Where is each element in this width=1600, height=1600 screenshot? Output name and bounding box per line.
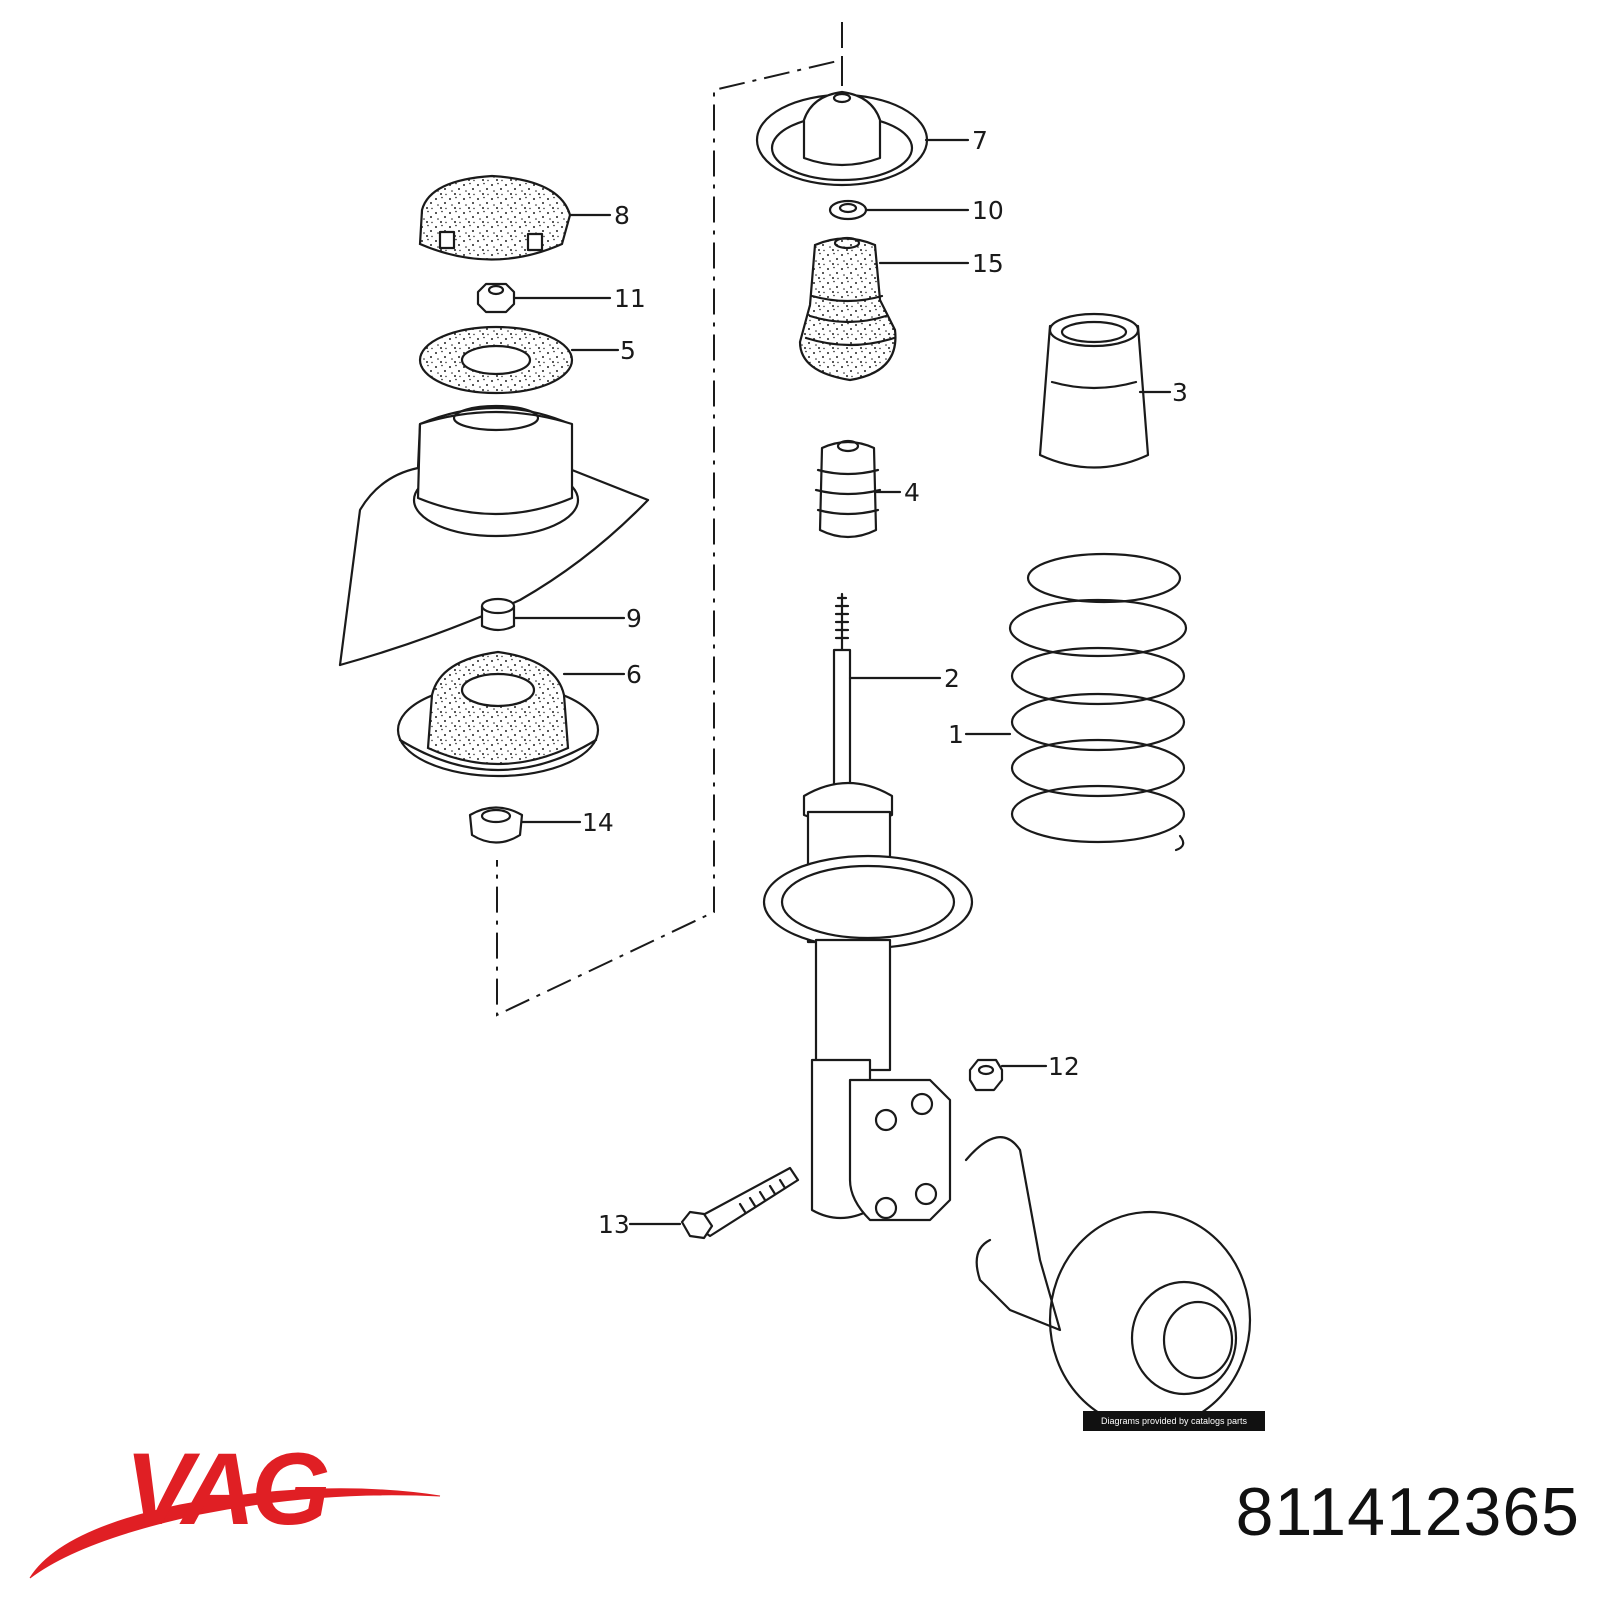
part-number: 811412365 [1235,1474,1580,1550]
callout-15: 15 [972,249,1004,278]
callout-14: 14 [582,808,614,837]
assembly-axis-lines [496,22,843,1017]
part-4-bump-stop [814,439,882,539]
body-strut-tower [338,404,650,667]
vag-logo-swoosh [29,1488,441,1579]
callout-11: 11 [614,284,646,313]
credit-text: Diagrams provided by catalogs parts [1100,1416,1248,1426]
part-7-strut-mount [755,90,929,187]
part-3-dust-boot [1038,312,1150,469]
credit-banner [1083,1411,1265,1431]
callout-3: 3 [1172,378,1188,407]
part-1-coil-spring [1008,552,1188,852]
callout-7: 7 [972,126,988,155]
part-12-nut [968,1058,1004,1092]
callout-9: 9 [626,604,642,633]
callout-10: 10 [972,196,1004,225]
callout-4: 4 [904,478,920,507]
brand-logo: VAG [125,1432,330,1546]
callout-leaders [512,138,1172,1226]
part-2-shock-absorber [762,592,974,1222]
callout-12: 12 [1048,1052,1080,1081]
part-9-bushing [480,597,516,632]
part-10-washer [828,199,868,221]
part-13-bolt [680,1166,800,1240]
part-11-nut [476,282,516,314]
callout-6: 6 [626,660,642,689]
part-14-grommet [468,806,524,844]
callout-1: 1 [948,720,964,749]
callout-labels: 7 10 15 8 11 5 3 4 9 6 2 1 14 12 13 [582,126,1188,1239]
callout-8: 8 [614,201,630,230]
part-15-bump-stop [798,236,897,382]
part-5-spring-seat [418,325,574,395]
callout-2: 2 [944,664,960,693]
callout-13: 13 [598,1210,630,1239]
part-6-strut-bearing [396,650,600,778]
part-8-cap [418,174,572,261]
callout-5: 5 [620,336,636,365]
steering-knuckle-hub [964,1136,1252,1430]
